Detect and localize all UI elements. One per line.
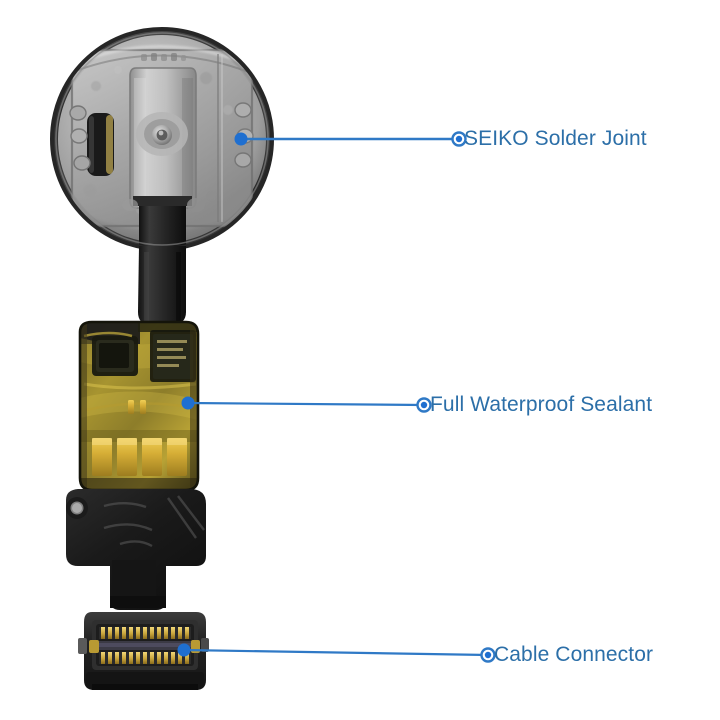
callout-label-cable-connector: Cable Connector (494, 643, 654, 666)
connector-pins-top (99, 627, 191, 639)
gold-contact-pads (92, 438, 187, 476)
callout-leaders (177, 131, 496, 663)
callout-label-full-waterproof-sealant: Full Waterproof Sealant (430, 393, 653, 416)
callout-leader-sealant (181, 396, 432, 413)
left-solder-pads (69, 105, 91, 171)
connector-pins-bottom (99, 652, 191, 664)
circular-metal-housing (50, 27, 274, 251)
callout-leader-seiko (234, 131, 467, 147)
black-flex-shield (66, 489, 206, 610)
sealed-pcb-module (78, 320, 200, 492)
fpc-cable-connector (78, 612, 209, 690)
callout-leader-cable (177, 643, 496, 663)
callout-label-seiko-solder-joint: SEIKO Solder Joint (464, 127, 647, 150)
mid-flex-ribbon (138, 246, 186, 326)
